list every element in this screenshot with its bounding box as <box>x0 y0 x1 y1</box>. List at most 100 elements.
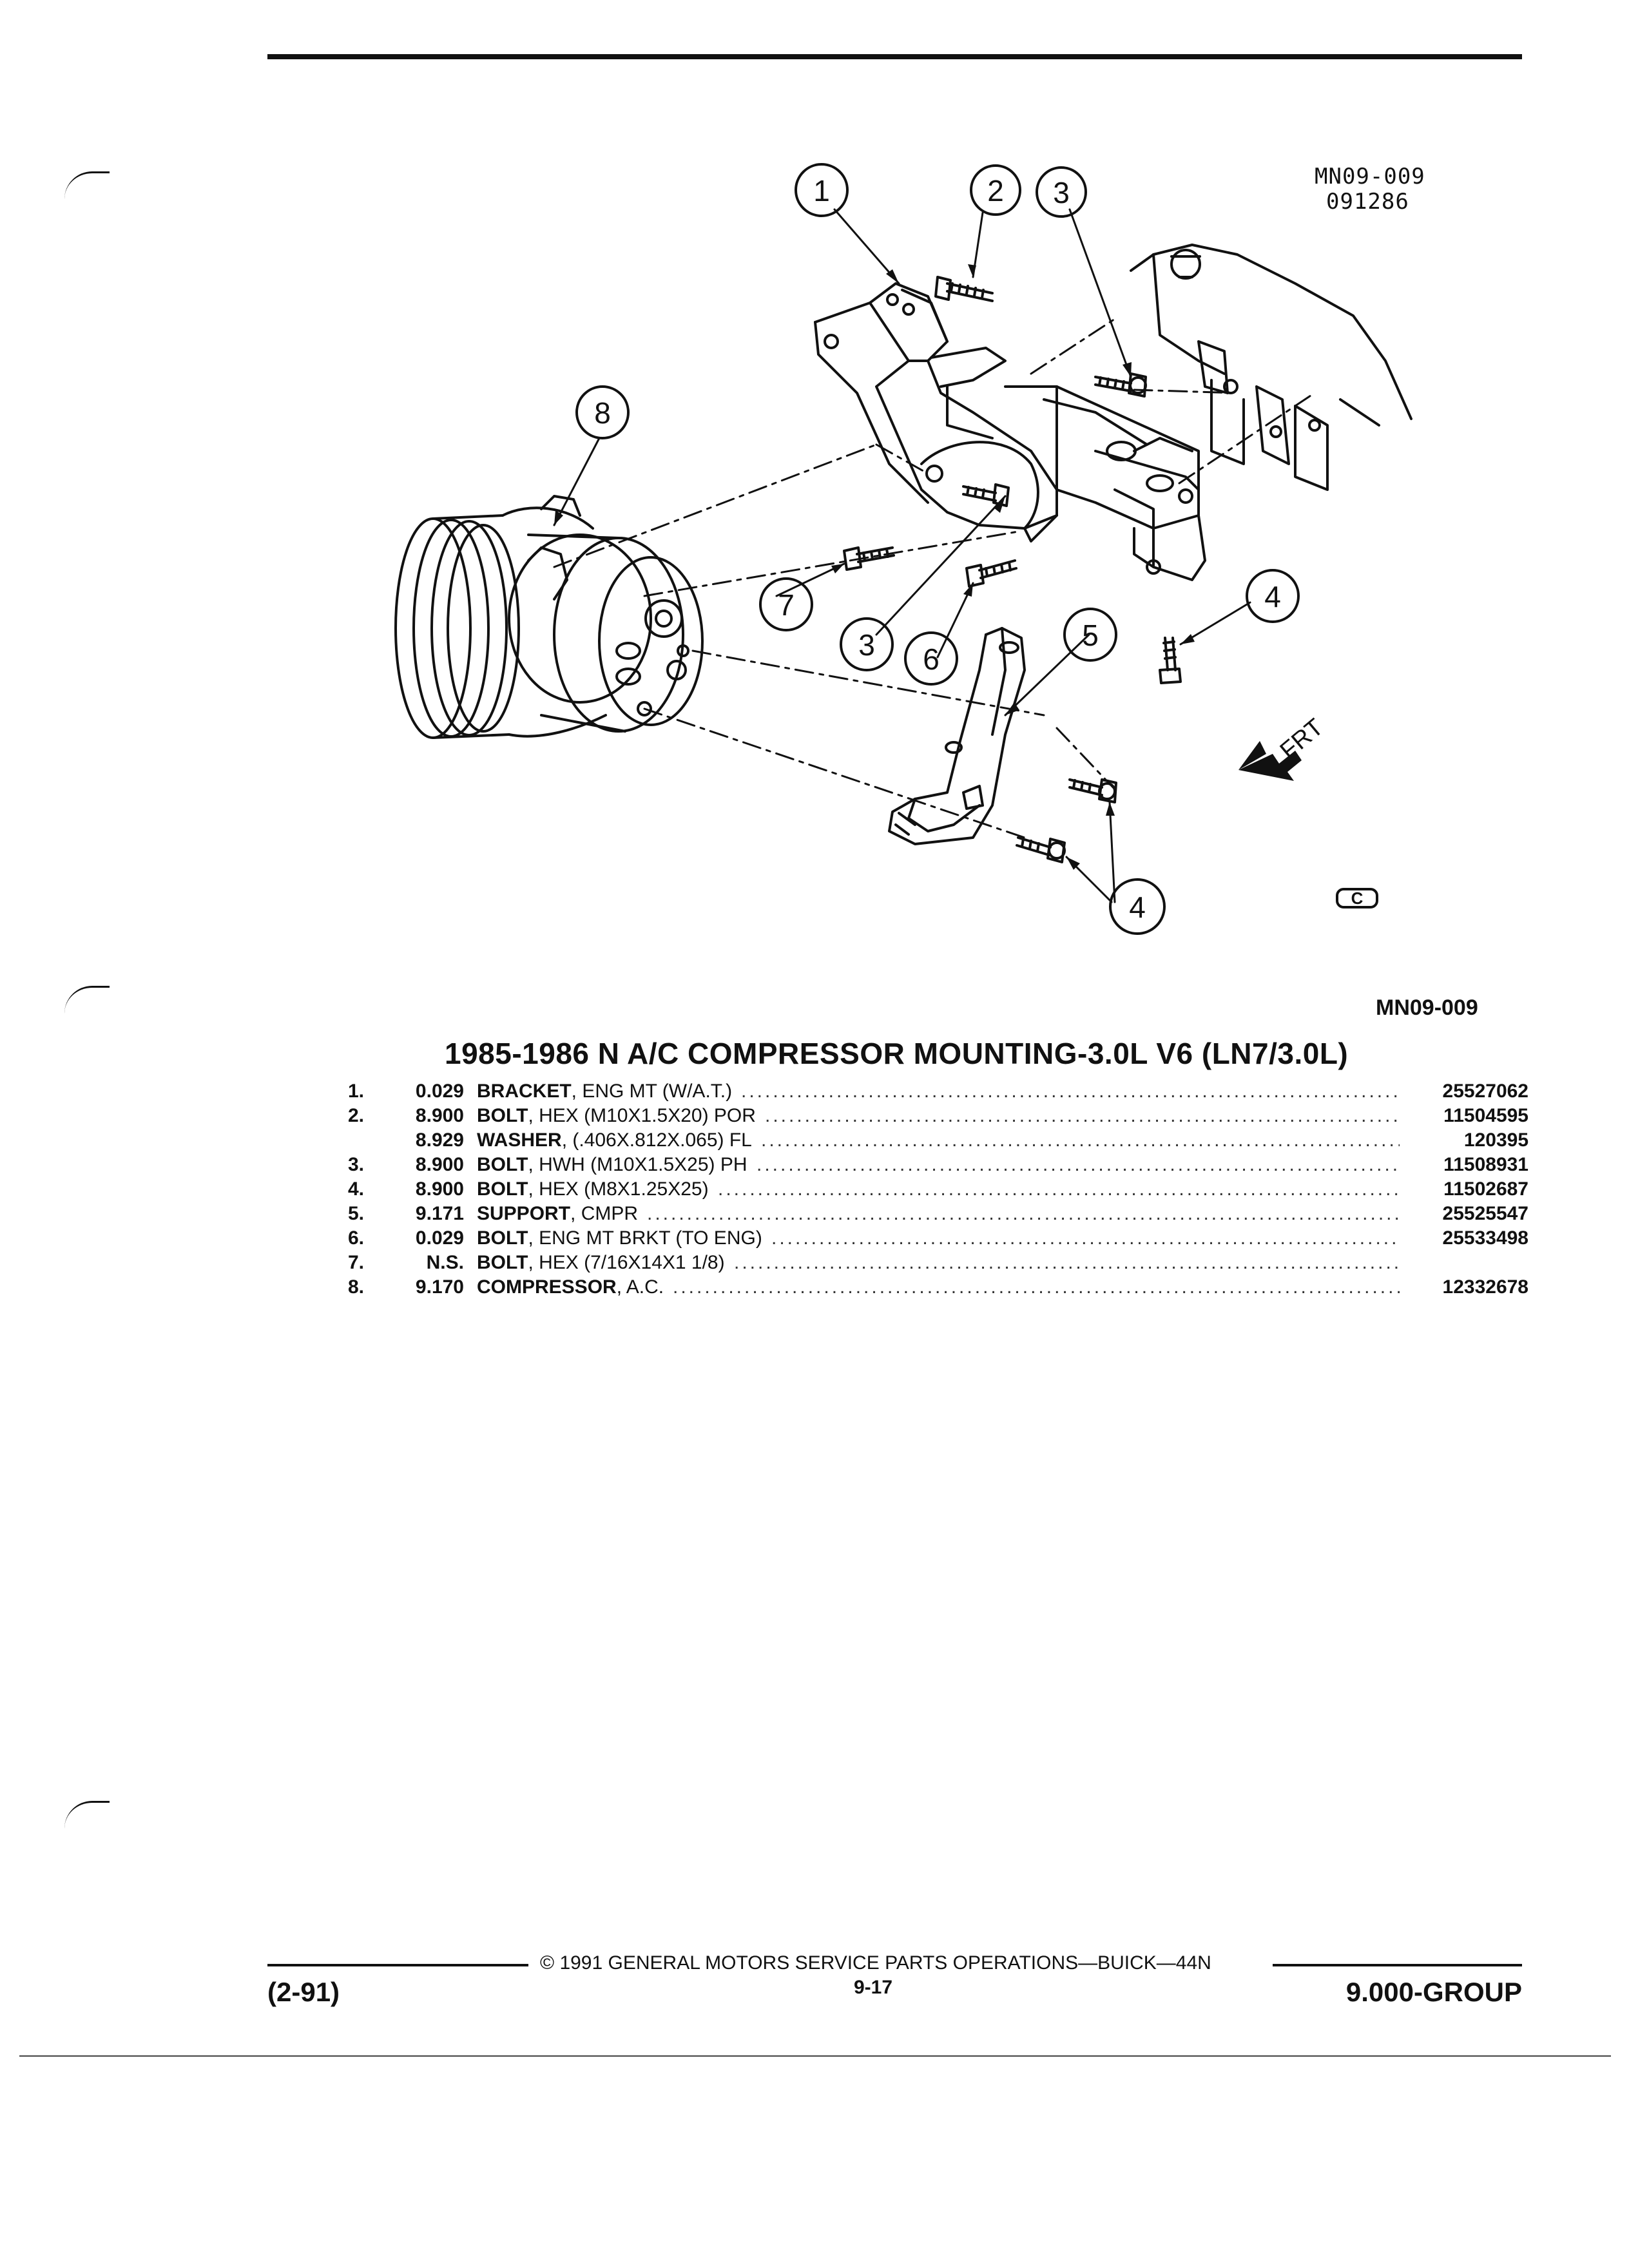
footer-rule-left <box>267 1964 528 1966</box>
item-number: 7. <box>348 1252 365 1273</box>
part-description: COMPRESSOR, A.C. <box>477 1275 664 1300</box>
leader-dots: ........................................… <box>741 1081 1400 1102</box>
margin-mark <box>64 1801 110 1829</box>
compressor <box>394 495 704 739</box>
part-name: SUPPORT <box>477 1203 571 1224</box>
callout-7: 7 <box>778 588 795 622</box>
callouts <box>575 163 1300 935</box>
part-spec: , HWH (M10X1.5X25) PH <box>528 1154 747 1175</box>
leader-dots: ........................................… <box>771 1227 1400 1249</box>
figure-ref-date: 091286 <box>1326 189 1409 215</box>
parts-row: 7. N.S. BOLT, HEX (7/16X14X1 1/8).........… <box>348 1251 1528 1275</box>
parts-row: 8. 9.170 COMPRESSOR, A.C..................… <box>348 1275 1528 1300</box>
item-number: 4. <box>348 1178 365 1200</box>
callout-5: 5 <box>1082 619 1099 652</box>
compressor-support <box>888 627 1026 845</box>
part-spec: , CMPR <box>570 1203 639 1224</box>
part-number: 25525547 <box>1442 1203 1528 1224</box>
part-spec: , ENG MT BRKT (TO ENG) <box>528 1227 762 1249</box>
margin-mark <box>64 171 110 199</box>
engine-block <box>1130 244 1412 491</box>
part-name: BOLT <box>477 1178 528 1200</box>
callout-4: 4 <box>1264 580 1281 613</box>
group-number: 8.929 <box>415 1129 464 1151</box>
part-spec: , ENG MT (W/A.T.) <box>571 1081 733 1102</box>
group-number: 8.900 <box>415 1105 464 1126</box>
part-number: 11502687 <box>1443 1178 1528 1200</box>
part-name: BRACKET <box>477 1081 572 1102</box>
callout-8: 8 <box>594 396 611 430</box>
figure-ref-id: MN09-009 <box>1315 164 1425 189</box>
svg-text:C: C <box>1351 889 1364 908</box>
engine-bracket <box>814 282 1206 581</box>
item-number: 6. <box>348 1227 365 1249</box>
part-name: BOLT <box>477 1105 528 1126</box>
leader-dots: ........................................… <box>757 1154 1400 1175</box>
section-title: 1985-1986 N A/C COMPRESSOR MOUNTING-3.0L… <box>445 1037 1349 1070</box>
group-number: N.S. <box>426 1252 464 1273</box>
leader-dots: ........................................… <box>718 1178 1400 1200</box>
part-number: 11504595 <box>1443 1105 1528 1126</box>
copyright-notice: © 1991 GENERAL MOTORS SERVICE PARTS OPER… <box>540 1952 1211 1974</box>
part-name: COMPRESSOR <box>477 1276 617 1298</box>
parts-row: 3. 8.900 BOLT, HWH (M10X1.5X25) PH........… <box>348 1153 1528 1177</box>
part-description: WASHER, (.406X.812X.065) FL <box>477 1128 752 1153</box>
callout-labels: 1 2 3 8 3 7 6 5 4 4 <box>594 174 1281 924</box>
callout-4b: 4 <box>1129 890 1146 924</box>
group-number: 0.029 <box>415 1227 464 1249</box>
parts-row: 8.929 WASHER, (.406X.812X.065) FL........… <box>348 1128 1528 1153</box>
part-description: BOLT, ENG MT BRKT (TO ENG) <box>477 1226 762 1251</box>
part-spec: , HEX (7/16X14X1 1/8) <box>528 1252 725 1273</box>
top-rule <box>267 54 1522 59</box>
part-description: BOLT, HEX (M10X1.5X20) POR <box>477 1104 756 1128</box>
group-number: 8.900 <box>415 1178 464 1200</box>
gm-logo-icon: C <box>1336 888 1378 908</box>
parts-row: 6. 0.029 BOLT, ENG MT BRKT (TO ENG).......… <box>348 1226 1528 1251</box>
part-name: BOLT <box>477 1252 528 1273</box>
leader-dots: ........................................… <box>673 1276 1400 1298</box>
item-number: 3. <box>348 1154 365 1175</box>
bottom-rule <box>19 2055 1611 2057</box>
part-description: BOLT, HWH (M10X1.5X25) PH <box>477 1153 747 1177</box>
part-number: 11508931 <box>1443 1154 1528 1175</box>
revision-date: (2-91) <box>267 1977 340 2007</box>
part-number: 25527062 <box>1442 1081 1528 1102</box>
item-number: 2. <box>348 1105 365 1126</box>
exploded-diagram: 1 2 3 8 3 7 6 5 4 4 FRT C <box>394 163 1412 935</box>
figure-caption-id: MN09-009 <box>1376 995 1478 1020</box>
group-number: 8.900 <box>415 1154 464 1175</box>
leader-dots: ........................................… <box>734 1252 1400 1273</box>
page-number: 9-17 <box>854 1977 893 1998</box>
part-spec: , HEX (M8X1.25X25) <box>528 1178 709 1200</box>
footer-rule-right <box>1273 1964 1522 1966</box>
group-number: 0.029 <box>415 1081 464 1102</box>
callout-3: 3 <box>1053 176 1070 209</box>
leader-dots: ........................................… <box>647 1203 1400 1224</box>
part-name: WASHER <box>477 1129 562 1151</box>
front-label: FRT <box>1275 714 1329 765</box>
leader-dots: ........................................… <box>761 1129 1400 1151</box>
callout-6: 6 <box>923 642 940 676</box>
part-description: BOLT, HEX (M8X1.25X25) <box>477 1177 709 1202</box>
group-number: 9.170 <box>415 1276 464 1298</box>
item-number: 5. <box>348 1203 365 1224</box>
front-arrow-icon <box>1239 741 1302 781</box>
group-number: 9.171 <box>415 1203 464 1224</box>
alignment-lines <box>553 318 1316 839</box>
part-description: SUPPORT, CMPR <box>477 1202 638 1226</box>
callout-1: 1 <box>813 174 830 207</box>
part-description: BOLT, HEX (7/16X14X1 1/8) <box>477 1251 725 1275</box>
group-label: 9.000-GROUP <box>1345 1977 1522 2007</box>
callout-3b: 3 <box>858 628 875 662</box>
part-number: 120395 <box>1463 1129 1528 1151</box>
callout-2: 2 <box>987 174 1004 207</box>
bolts <box>843 276 1182 863</box>
part-description: BRACKET, ENG MT (W/A.T.) <box>477 1079 732 1104</box>
item-number: 8. <box>348 1276 365 1298</box>
part-spec: , A.C. <box>616 1276 664 1298</box>
part-name: BOLT <box>477 1154 528 1175</box>
parts-row: 4. 8.900 BOLT, HEX (M8X1.25X25)...........… <box>348 1177 1528 1202</box>
